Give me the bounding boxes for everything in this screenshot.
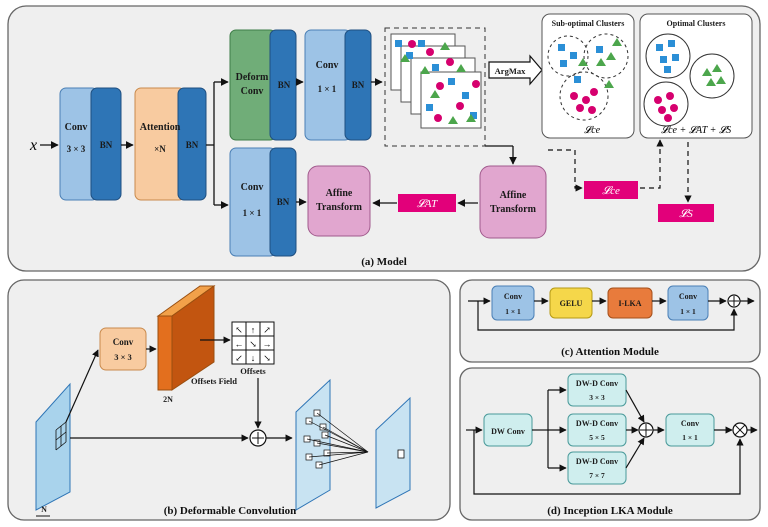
input-feature-map <box>35 382 71 511</box>
bn5-label: BN <box>277 197 290 207</box>
svg-text:↘: ↘ <box>263 353 271 363</box>
bn-block-1 <box>90 87 122 201</box>
lka-conv-label: Conv <box>681 419 699 428</box>
deform-line1: Deform <box>236 72 269 83</box>
feature-shapes <box>395 40 480 124</box>
affine-right-line1: Affine <box>500 190 527 201</box>
conv1-size: 3 × 3 <box>67 144 86 154</box>
lka-block <box>607 287 653 319</box>
att-conv1 <box>491 285 535 321</box>
conv-bot-block <box>229 147 277 257</box>
loss-ce-label: 𝓛ce <box>602 185 620 197</box>
lka-conv-size: 1 × 1 <box>682 433 698 442</box>
dim-2n: 2N <box>163 395 173 404</box>
svg-text:↘: ↘ <box>249 339 257 349</box>
conv1-label: Conv <box>65 122 88 133</box>
caption-attention: (c) Attention Module <box>561 346 659 358</box>
deform-conv-3x3 <box>99 327 147 371</box>
offsets-field-block <box>157 315 173 391</box>
caption-model: (a) Model <box>361 256 407 268</box>
att-conv2-label: Conv <box>679 292 697 301</box>
projection-lines <box>306 412 369 466</box>
deform-line2: Conv <box>241 86 264 97</box>
dw-conv-label: DW Conv <box>491 427 525 436</box>
affine-left-block <box>307 165 371 237</box>
gelu-label: GELU <box>560 299 583 308</box>
conv-top-size: 1 × 1 <box>318 84 337 94</box>
input-x: x <box>29 137 37 154</box>
output-feature-map <box>375 396 411 509</box>
suboptimal-loss: 𝓛ce <box>584 125 601 136</box>
caption-lka: (d) Inception LKA Module <box>547 505 673 517</box>
loss-ce-badge <box>584 181 638 199</box>
argmax-arrow <box>488 54 543 86</box>
offsets-label: Offsets <box>240 366 266 376</box>
svg-text:←: ← <box>235 339 244 349</box>
offsets-field-label: Offsets Field <box>191 376 237 386</box>
svg-text:↙: ↙ <box>235 353 243 363</box>
optimal-clusters <box>643 33 735 127</box>
affine-right-block <box>479 165 547 239</box>
att-conv1-label: Conv <box>504 292 522 301</box>
affine-left-line1: Affine <box>326 188 353 199</box>
suboptimal-panel <box>541 13 635 139</box>
bn2-label: BN <box>186 140 199 150</box>
offsets-grid: ↖ ↑ ↗ ← ↘ → ↙ ↓ ↘ <box>231 321 275 365</box>
att-conv2 <box>667 285 709 321</box>
sampled-feature-map <box>295 378 331 511</box>
conv-top-label: Conv <box>316 60 339 71</box>
deform-conv-size: 3 × 3 <box>114 352 132 362</box>
deform-conv-label: Conv <box>113 337 134 347</box>
dwd2-label: DW-D Conv <box>576 419 618 428</box>
output-point <box>397 449 405 459</box>
loss-at-label: 𝓛AT <box>417 198 438 210</box>
caption-deformable: (b) Deformable Convolution <box>164 505 297 517</box>
feature-stack-frame <box>384 27 486 147</box>
bn4-label: BN <box>352 80 365 90</box>
dim-n: N <box>41 505 47 514</box>
loss-at-badge <box>398 194 456 212</box>
conv-bot-label: Conv <box>241 182 264 193</box>
attention-mult: ×N <box>154 144 166 154</box>
bn1-label: BN <box>100 140 113 150</box>
att-conv2-size: 1 × 1 <box>680 307 696 316</box>
svg-text:→: → <box>263 339 272 349</box>
bn-block-2 <box>177 87 207 201</box>
loss-s-badge <box>658 204 714 222</box>
bn-block-4 <box>344 29 372 141</box>
suboptimal-clusters <box>547 33 629 121</box>
dwd1-size: 3 × 3 <box>589 393 605 402</box>
bn3-label: BN <box>278 80 291 90</box>
dwd3-size: 7 × 7 <box>589 471 605 480</box>
dwd1-label: DW-D Conv <box>576 379 618 388</box>
lka-residual <box>473 430 744 495</box>
loss-s-label: 𝓛S <box>679 208 693 220</box>
att-residual <box>477 301 738 331</box>
affine-right-line2: Transform <box>490 204 537 215</box>
svg-text:↓: ↓ <box>251 353 256 363</box>
suboptimal-title: Sub-optimal Clusters <box>552 19 625 28</box>
dwd3-label: DW-D Conv <box>576 457 618 466</box>
lka-label: I-LKA <box>618 299 641 308</box>
argmax-label: ArgMax <box>495 66 526 76</box>
conv-bot-size: 1 × 1 <box>243 208 262 218</box>
sampling-grid <box>55 421 67 451</box>
optimal-title: Optimal Clusters <box>667 19 726 28</box>
optimal-panel <box>639 13 753 139</box>
svg-text:↗: ↗ <box>263 325 271 335</box>
deform-conv-block <box>229 29 277 141</box>
attention-label: Attention <box>140 122 181 133</box>
gelu-block <box>549 287 593 319</box>
optimal-loss: 𝓛ce + 𝓛AT + 𝓛S <box>661 125 731 136</box>
affine-left-line2: Transform <box>316 202 363 213</box>
att-conv1-size: 1 × 1 <box>505 307 521 316</box>
svg-text:↖: ↖ <box>235 325 243 335</box>
svg-text:↑: ↑ <box>251 325 256 335</box>
dwd2-size: 5 × 5 <box>589 433 605 442</box>
